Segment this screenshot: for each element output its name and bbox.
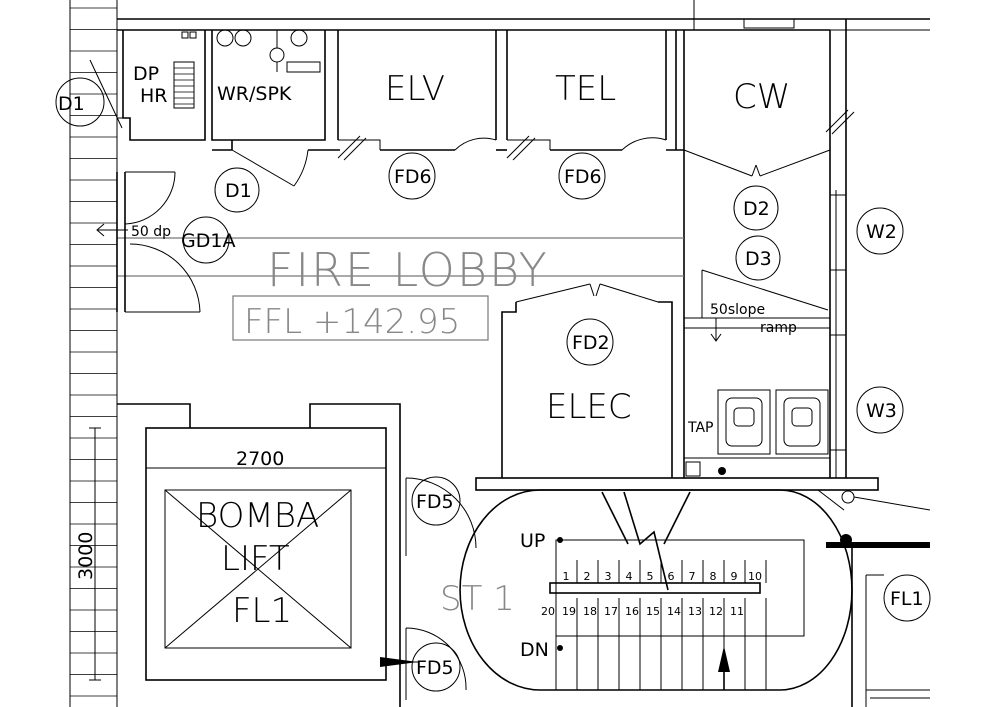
stair-step-number: 13 — [688, 605, 702, 618]
stair-step-number: 12 — [709, 605, 723, 618]
stair-step-number: 7 — [689, 570, 696, 583]
tag-gd1a: GD1A — [181, 230, 235, 252]
stair-step-number: 1 — [563, 570, 570, 583]
fl1-lift-label: FL1 — [232, 591, 292, 631]
cw-label: CW — [733, 77, 790, 117]
tap-note: TAP — [687, 420, 713, 436]
elec-label: ELEC — [546, 387, 632, 427]
hr-label: HR — [140, 85, 168, 107]
annotations: 50 dp 50slope ramp TAP UP DN 2700 3000 — [75, 224, 797, 661]
fire-lobby — [89, 59, 684, 341]
up-note: UP — [520, 530, 545, 552]
tag-fd6-a: FD6 — [394, 166, 432, 188]
tel-label: TEL — [555, 69, 616, 109]
dn-note: DN — [520, 639, 549, 661]
room-labels: DP HR WR/SPK ELV TEL CW FIRE LOBBY FFL +… — [133, 63, 790, 631]
tag-d3: D3 — [745, 248, 772, 270]
stair-label: ST 1 — [440, 579, 515, 619]
tag-labels: D1 D1 FD6 FD6 D2 D3 W2 W3 GD1A FD2 FD5 F… — [58, 93, 924, 679]
slope-50-note: 50slope — [710, 302, 765, 318]
stair-step-number: 10 — [748, 570, 762, 583]
fire-lobby-label: FIRE LOBBY — [267, 243, 549, 297]
stair-step-number: 9 — [731, 570, 738, 583]
elv-label: ELV — [385, 69, 445, 109]
ramp-note: ramp — [760, 320, 797, 336]
lift-depth-dim: 3000 — [75, 532, 97, 580]
tag-d01: D1 — [58, 93, 85, 115]
tag-w2: W2 — [866, 221, 897, 243]
tag-d1: D1 — [225, 180, 252, 202]
top-walls — [117, 0, 930, 31]
cw-room — [683, 19, 855, 478]
staircase — [459, 489, 930, 707]
bomba-label: BOMBA — [196, 496, 319, 536]
dp-label: DP — [133, 63, 159, 85]
tag-fd2: FD2 — [572, 332, 610, 354]
tag-fd6-b: FD6 — [564, 166, 602, 188]
wr-spk-label: WR/SPK — [217, 83, 292, 105]
drop-50-note: 50 dp — [131, 224, 171, 240]
elec-room — [501, 269, 830, 478]
lift-width-dim: 2700 — [236, 448, 284, 470]
tag-fd5-a: FD5 — [416, 491, 454, 513]
bomba-lift — [89, 403, 477, 707]
stair-step-number: 4 — [626, 570, 633, 583]
lift-label: LIFT — [221, 539, 290, 579]
stair-step-number: 6 — [668, 570, 675, 583]
tag-d2: D2 — [743, 198, 770, 220]
stair-step-number: 8 — [710, 570, 717, 583]
stair-step-number: 18 — [583, 605, 597, 618]
stair-step-number: 5 — [647, 570, 654, 583]
tag-fl1: FL1 — [890, 588, 924, 610]
ffl-label: FFL +142.95 — [244, 302, 460, 342]
tag-fd5-b: FD5 — [416, 657, 454, 679]
stair-step-number: 20 — [541, 605, 555, 618]
stair-step-number: 16 — [625, 605, 639, 618]
stair-step-number: 2 — [584, 570, 591, 583]
tag-w3: W3 — [866, 400, 897, 422]
stair-step-number: 14 — [667, 605, 681, 618]
shaft-rooms — [122, 29, 684, 161]
tag-bubbles — [55, 77, 931, 692]
stair-step-number: 3 — [605, 570, 612, 583]
stair-step-number: 15 — [646, 605, 660, 618]
stair-step-number: 11 — [730, 605, 744, 618]
stair-step-number: 19 — [562, 605, 576, 618]
stair-step-number: 17 — [604, 605, 618, 618]
